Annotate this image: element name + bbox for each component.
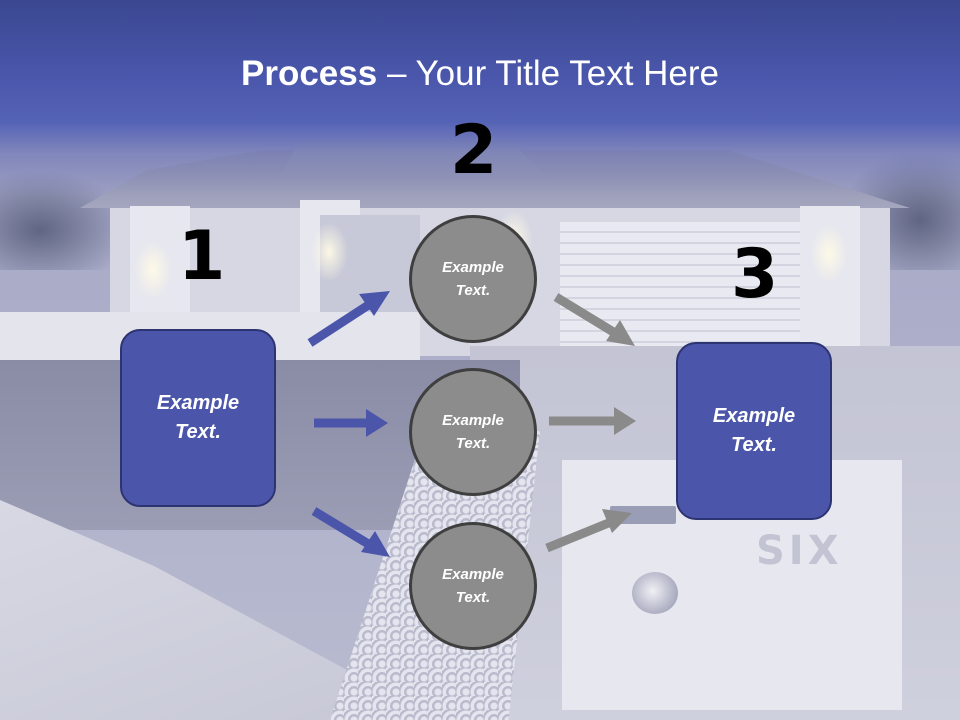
title-bold: Process (241, 54, 378, 93)
step-number-3: 3 (731, 235, 779, 314)
step-1-text-line2: Text. (175, 421, 221, 443)
step-3-text-line1: Example (712, 405, 796, 427)
step-1-box[interactable]: Example Text. (120, 329, 276, 507)
title-band (0, 0, 960, 196)
step-3-box[interactable]: Example Text. (676, 342, 832, 520)
arrow-circle1-to-box3 (553, 293, 635, 346)
arrow-box1-to-circle2 (314, 409, 388, 437)
circle-top-line1: Example (442, 259, 504, 276)
step-number-1: 1 (178, 217, 226, 296)
arrow-circle3-to-box3 (545, 509, 632, 553)
circle-middle-line1: Example (442, 412, 504, 429)
step-number-2: 2 (450, 111, 498, 190)
arrow-box1-to-circle3 (311, 507, 390, 557)
title-rest: – Your Title Text Here (377, 54, 719, 93)
arrow-circle2-to-box3 (549, 407, 636, 435)
circle-middle-line2: Text. (455, 435, 491, 452)
step-1-text-line1: Example (156, 392, 240, 414)
circle-middle[interactable]: Example Text. (409, 368, 537, 496)
circle-bottom-line1: Example (442, 566, 504, 583)
slide-title[interactable]: Process – Your Title Text Here (0, 52, 960, 96)
arrow-box1-to-circle1 (307, 291, 390, 347)
step-3-text-line2: Text. (731, 434, 777, 456)
circle-bottom[interactable]: Example Text. (409, 522, 537, 650)
circle-top[interactable]: Example Text. (409, 215, 537, 343)
circle-top-line2: Text. (455, 282, 491, 299)
house-number-plate: SIX (756, 528, 843, 574)
circle-bottom-line2: Text. (455, 589, 491, 606)
